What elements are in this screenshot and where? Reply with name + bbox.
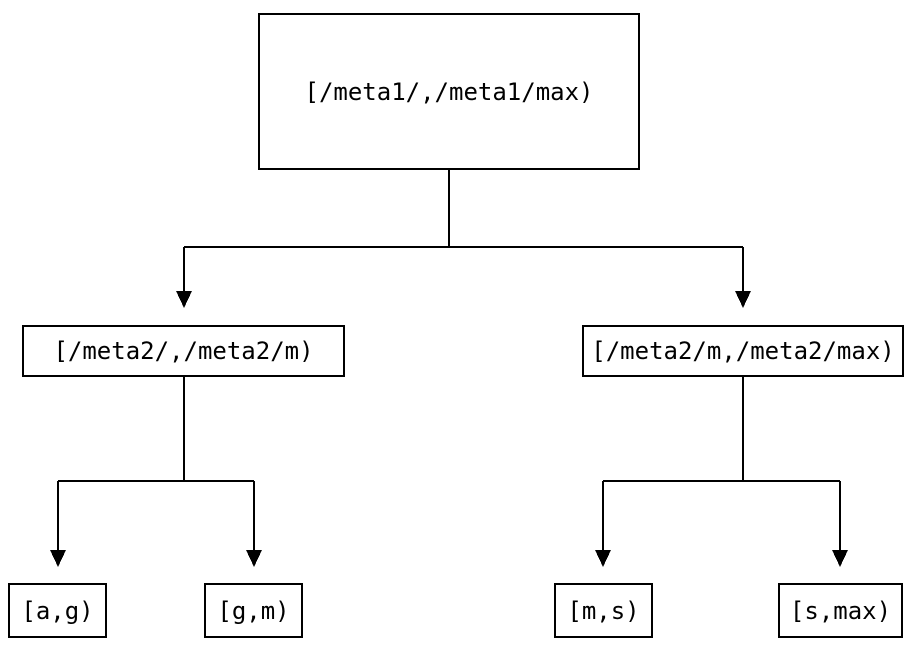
arrow-down-icon [735,291,751,308]
tree-node-label: [m,s) [567,596,640,625]
tree-node-label: [/meta1/,/meta1/max) [304,77,594,106]
arrow-down-icon [176,291,192,308]
arrow-down-icon [595,550,611,567]
tree-node-label: [a,g) [21,596,94,625]
arrow-down-icon [832,550,848,567]
edge-root-to-level2 [183,170,744,292]
arrow-down-icon [246,550,262,567]
tree-node-leaf-ag: [a,g) [8,583,107,638]
edge-left-to-leaves [57,377,255,551]
tree-node-label: [s,max) [789,596,892,625]
tree-node-leaf-smax: [s,max) [778,583,903,638]
tree-node-label: [g,m) [217,596,290,625]
tree-node-label: [/meta2/m,/meta2/max) [591,337,895,365]
tree-node-meta2-low: [/meta2/,/meta2/m) [22,325,345,377]
arrow-down-icon [50,550,66,567]
tree-node-label: [/meta2/,/meta2/m) [53,337,314,365]
tree-node-meta2-high: [/meta2/m,/meta2/max) [582,325,904,377]
tree-node-leaf-gm: [g,m) [204,583,303,638]
tree-node-root: [/meta1/,/meta1/max) [258,13,640,170]
edge-right-to-leaves [602,377,841,551]
tree-node-leaf-ms: [m,s) [554,583,653,638]
